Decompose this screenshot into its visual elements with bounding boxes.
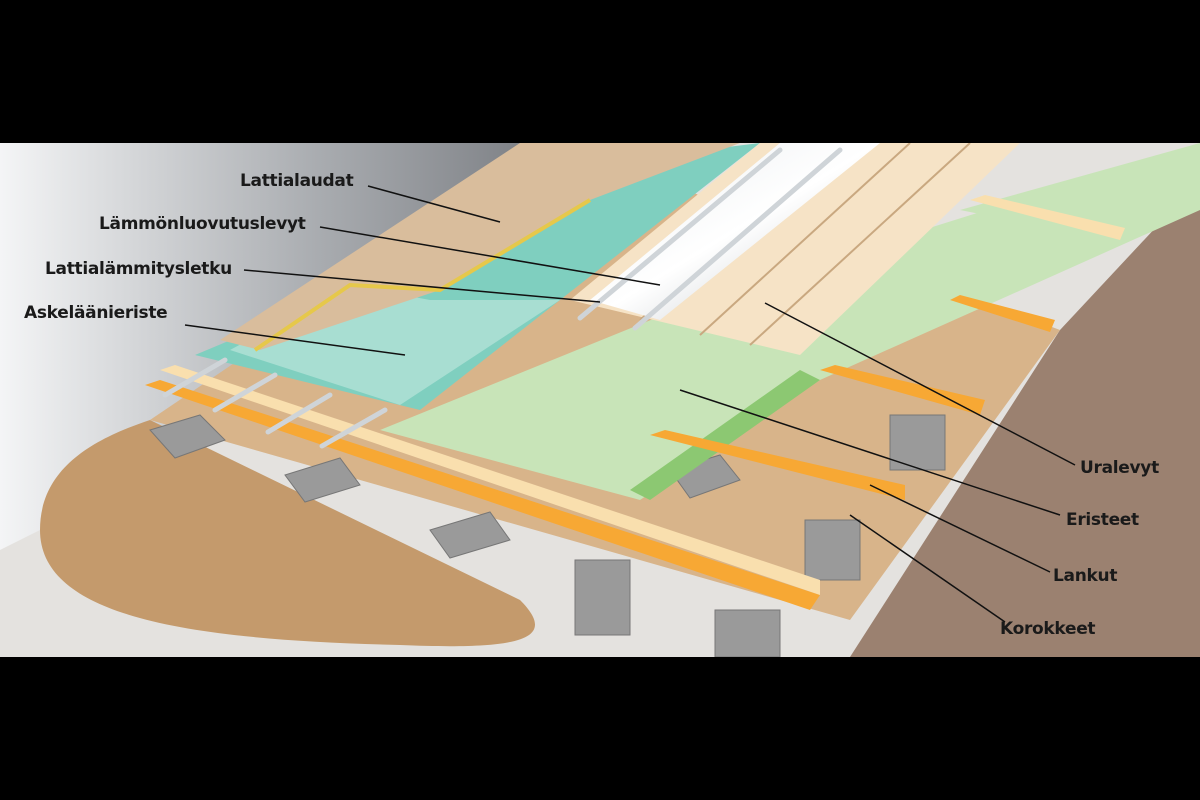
- soil-wall: [850, 180, 1200, 657]
- letterbox-bottom: [0, 657, 1200, 800]
- label-lankut: Lankut: [1053, 566, 1118, 586]
- leader-lines: [184, 185, 1076, 623]
- heat-plates: [590, 143, 880, 320]
- insulation-edge: [630, 370, 820, 500]
- label-lattialaudat: Lattialaudat: [240, 171, 354, 191]
- heating-pipes: [162, 147, 843, 449]
- label-lattialammitysletku: Lattialämmitysletku: [45, 259, 232, 279]
- letterbox-top: [0, 0, 1200, 143]
- floorboard-edge: [253, 198, 592, 352]
- label-askelaanieriste: Askeläänieriste: [24, 303, 168, 323]
- label-eristeet: Eristeet: [1066, 510, 1139, 530]
- label-korokkeet: Korokkeet: [1000, 619, 1096, 639]
- label-uralevyt: Uralevyt: [1080, 458, 1159, 478]
- floorboards-lattialaudat: [220, 143, 740, 350]
- beams-lankut: [145, 195, 1125, 610]
- insulation-block: [960, 143, 1200, 240]
- ground-mound: [40, 420, 535, 647]
- label-lammonluovutuslevyt: Lämmönluovutuslevyt: [99, 214, 306, 234]
